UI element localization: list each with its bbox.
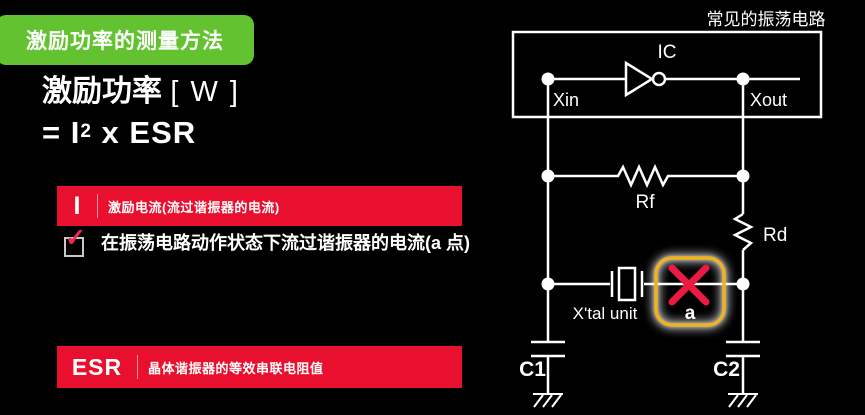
term-bar-esr: ESR 晶体谐振器的等效串联电阻值	[57, 346, 462, 388]
capacitor-c1-icon	[531, 340, 565, 394]
formula-unit: [ W ]	[170, 76, 240, 108]
bar-divider	[97, 194, 98, 218]
bar-divider	[137, 355, 138, 379]
xtal-label: X'tal unit	[573, 304, 638, 323]
checkbox: ✓	[64, 226, 86, 257]
checkmark-icon: ✓	[65, 224, 86, 252]
title-badge: 激励功率的测量方法	[0, 15, 254, 65]
formula-title: 激励功率	[42, 75, 162, 108]
ground-icon	[728, 393, 758, 408]
formula-eq-pre: = I	[42, 115, 81, 150]
esr-symbol: ESR	[71, 353, 123, 380]
node-dot	[736, 169, 750, 183]
point-a-label: a	[685, 303, 696, 324]
drive-power-formula: 激励功率 [ W ] = I2 x ESR	[42, 72, 240, 153]
node-dot	[736, 72, 750, 86]
rf-label: Rf	[636, 192, 656, 213]
node-dot	[541, 169, 555, 183]
capacitor-c2-icon	[726, 340, 760, 394]
inverter-icon	[624, 60, 667, 98]
oscillator-circuit-diagram: 常见的振荡电路 IC	[511, 10, 826, 408]
title-badge-label: 激励功率的测量方法	[26, 30, 224, 53]
c1-label: C1	[519, 358, 546, 381]
rd-label: Rd	[763, 225, 787, 246]
node-dot	[541, 277, 555, 291]
formula-eq-exponent: 2	[80, 121, 92, 142]
note-text: 在振荡电路动作状态下流过谐振器的电流(a 点)	[101, 233, 470, 253]
note-row: ✓ 在振荡电路动作状态下流过谐振器的电流(a 点)	[64, 226, 470, 257]
ic-label: IC	[658, 42, 677, 63]
ic-box	[511, 30, 823, 119]
circuit-caption: 常见的振荡电路	[707, 10, 826, 29]
xout-label: Xout	[750, 90, 787, 110]
node-dot	[736, 277, 750, 291]
xin-label: Xin	[553, 90, 579, 110]
term-bar-current: I 激励电流(流过谐振器的电流)	[57, 186, 462, 226]
resistor-rd-icon	[732, 212, 754, 251]
wires	[546, 77, 800, 342]
crystal-icon	[610, 266, 644, 302]
x-marker-icon	[668, 264, 710, 306]
ground-icon	[533, 393, 563, 408]
measure-point-highlight-box	[654, 256, 726, 327]
node-dots	[541, 72, 750, 291]
formula-eq-post: x ESR	[91, 115, 197, 150]
formula-line2: = I2 x ESR	[42, 112, 240, 153]
resistor-rf-icon	[548, 163, 743, 189]
node-dot	[541, 72, 555, 86]
current-description: 激励电流(流过谐振器的电流)	[108, 199, 280, 215]
esr-description: 晶体谐振器的等效串联电阻值	[148, 360, 324, 376]
current-symbol: I	[73, 191, 81, 220]
c2-label: C2	[713, 358, 740, 381]
formula-line1: 激励功率 [ W ]	[42, 72, 240, 112]
